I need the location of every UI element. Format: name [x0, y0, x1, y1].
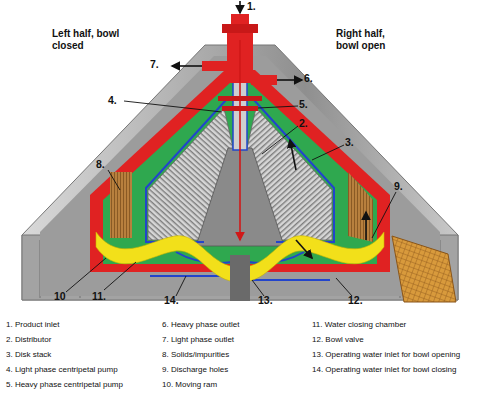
key-entry: 9. Discharge holes — [162, 365, 228, 374]
key-entry: 8. Solids/impurities — [162, 350, 229, 359]
leader-lines-part — [262, 126, 298, 154]
solids-space-part — [110, 172, 132, 238]
leader-lines-part — [66, 258, 106, 292]
view-heading: Right half, bowl open — [336, 28, 406, 51]
callout-number: 9. — [394, 180, 414, 192]
flow-arrows-part — [172, 65, 202, 67]
flow-arrows-part — [290, 140, 296, 170]
blue-channels-part — [252, 279, 330, 281]
callout-number: 11. — [92, 290, 112, 302]
blue-channels-part — [254, 100, 334, 242]
key-entry: 11. Water closing chamber — [312, 320, 406, 329]
key-entry: 13. Operating water inlet for bowl openi… — [312, 350, 460, 359]
discharge-chute-part — [392, 236, 456, 302]
leader-lines-part — [252, 280, 264, 296]
leader-lines-part — [104, 262, 136, 290]
key-entry: 5. Heavy phase centripetal pump — [6, 380, 123, 389]
key-entry: 3. Disk stack — [6, 350, 51, 359]
callout-number: 6. — [304, 72, 324, 84]
leader-lines — [66, 101, 396, 296]
callout-number: 5. — [299, 98, 319, 110]
key-entry: 10. Moving ram — [162, 380, 217, 389]
callout-number: 7. — [150, 58, 170, 70]
callout-number: 13. — [258, 294, 280, 306]
callout-number: 8. — [96, 158, 116, 170]
flow-arrows-part — [365, 212, 367, 240]
flow-arrows-part — [239, 40, 241, 240]
discharge-chute — [392, 236, 456, 302]
key-entry: 7. Light phase outlet — [162, 335, 234, 344]
callout-number: 12. — [348, 294, 370, 306]
leader-lines-part — [336, 278, 352, 296]
callout-number: 1. — [247, 0, 267, 12]
blue-channels-part — [146, 100, 226, 242]
key-entry: 1. Product inlet — [6, 320, 59, 329]
callout-number: 14. — [164, 294, 186, 306]
inlet-outlet-head-part — [231, 14, 249, 24]
flow-arrows-part — [239, 1, 241, 13]
callout-number: 2. — [299, 117, 319, 129]
key-entry: 12. Bowl valve — [312, 335, 364, 344]
flow-arrows-part — [296, 240, 312, 258]
leader-lines-part — [372, 192, 396, 238]
solids-space-part — [348, 172, 373, 242]
centre-pipe-part — [230, 255, 250, 301]
leader-lines-part — [108, 170, 120, 190]
key-entry: 6. Heavy phase outlet — [162, 320, 239, 329]
flow-arrows-part — [277, 79, 302, 81]
view-heading: Left half, bowl closed — [52, 28, 122, 51]
inlet-outlet-head-part — [202, 61, 229, 71]
leader-lines-part — [176, 276, 186, 296]
leader-lines-part — [124, 101, 222, 112]
callout-number: 4. — [108, 94, 128, 106]
key-entry: 2. Distributor — [6, 335, 51, 344]
callout-number: 3. — [345, 136, 365, 148]
key-entry: 4. Light phase centripetal pump — [6, 365, 118, 374]
inlet-outlet-head-part — [251, 75, 277, 85]
callout-number: 10 — [54, 290, 74, 302]
key-entry: 14. Operating water inlet for bowl closi… — [312, 365, 457, 374]
leader-lines-part — [258, 106, 298, 108]
leader-lines-part — [312, 145, 344, 160]
blue-channels-part — [150, 275, 228, 277]
inlet-outlet-head-part — [222, 24, 258, 33]
